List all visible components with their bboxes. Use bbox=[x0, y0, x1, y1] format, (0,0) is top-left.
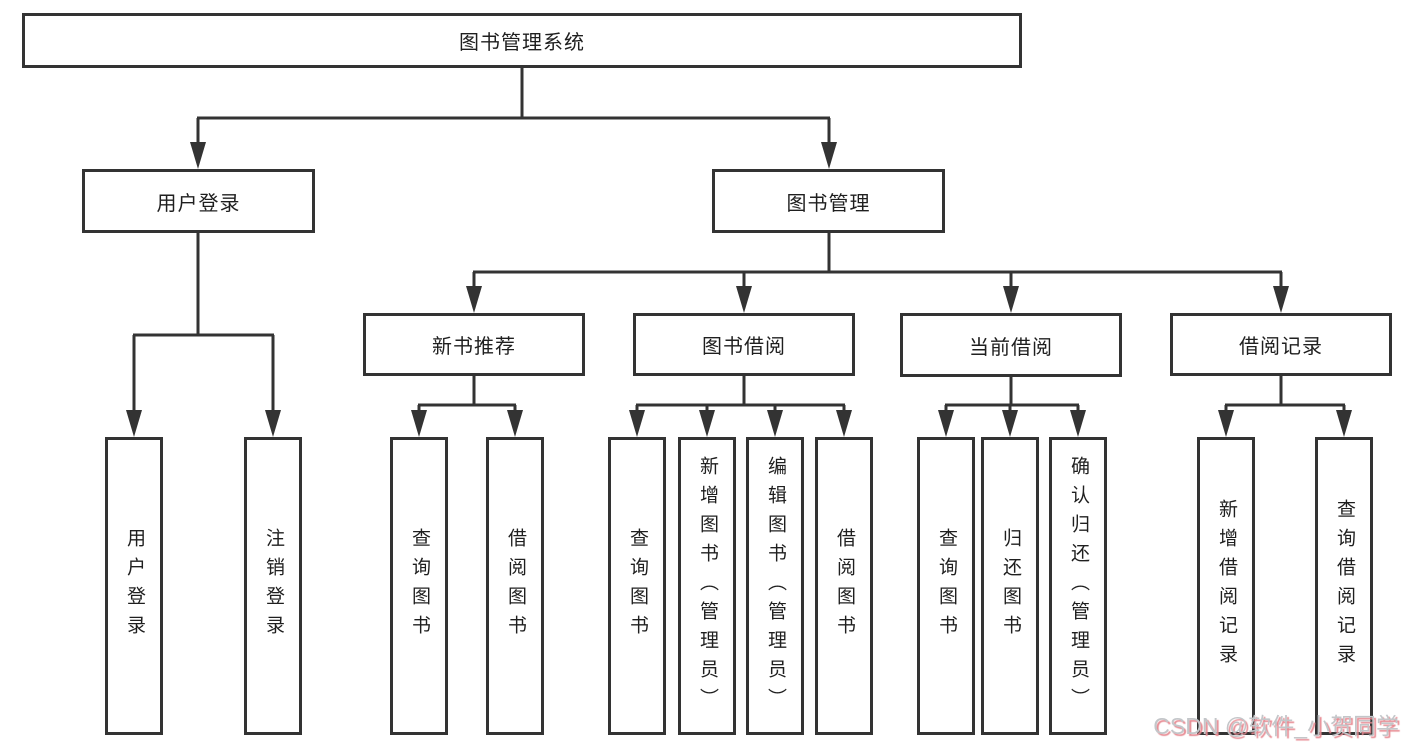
leaf-logout: 注销登录 bbox=[244, 437, 302, 735]
node-label: 用户登录 bbox=[156, 192, 241, 215]
connector-borrowrecord-to-leaves bbox=[1224, 376, 1346, 412]
leaf-query-borrow-record: 查询借阅记录 bbox=[1315, 437, 1373, 735]
arrowheads bbox=[126, 142, 1352, 437]
leaf-add-books-admin: 新增图书（管理员） bbox=[678, 437, 736, 735]
node-user-login: 用户登录 bbox=[82, 169, 315, 233]
node-library-management-system: 图书管理系统 bbox=[22, 13, 1022, 68]
node-label: 查询图书 bbox=[409, 528, 430, 644]
leaf-borrow-books: 借阅图书 bbox=[486, 437, 544, 735]
connector-userlogin-to-leaves bbox=[132, 233, 275, 412]
node-book-borrowing: 图书借阅 bbox=[633, 313, 855, 376]
leaf-add-borrow-record: 新增借阅记录 bbox=[1197, 437, 1255, 735]
connector-bookmgmt-to-level3 bbox=[472, 233, 1283, 289]
node-label: 用户登录 bbox=[124, 528, 145, 644]
node-label: 借阅图书 bbox=[505, 528, 526, 644]
node-label: 注销登录 bbox=[263, 528, 284, 644]
node-label: 借阅图书 bbox=[834, 528, 855, 644]
connector-root-to-level2 bbox=[196, 68, 831, 144]
node-current-borrowing: 当前借阅 bbox=[900, 313, 1122, 377]
node-label: 借阅记录 bbox=[1239, 336, 1323, 358]
leaf-query-books: 查询图书 bbox=[917, 437, 975, 735]
leaf-query-books: 查询图书 bbox=[608, 437, 666, 735]
leaf-confirm-return-admin: 确认归还（管理员） bbox=[1049, 437, 1107, 735]
node-label: 图书管理 bbox=[786, 192, 871, 215]
node-label: 确认归还（管理员） bbox=[1068, 455, 1089, 717]
node-label: 新增借阅记录 bbox=[1216, 499, 1237, 673]
node-label: 查询借阅记录 bbox=[1334, 499, 1355, 673]
node-label: 编辑图书（管理员） bbox=[765, 455, 786, 717]
leaf-query-books: 查询图书 bbox=[390, 437, 448, 735]
leaf-return-books: 归还图书 bbox=[981, 437, 1039, 735]
leaf-edit-books-admin: 编辑图书（管理员） bbox=[746, 437, 804, 735]
node-label: 图书借阅 bbox=[702, 336, 786, 358]
node-book-management: 图书管理 bbox=[712, 169, 945, 233]
node-label: 查询图书 bbox=[627, 528, 648, 644]
connector-newbook-to-leaves bbox=[417, 376, 517, 412]
leaf-borrow-books: 借阅图书 bbox=[815, 437, 873, 735]
node-new-book-recommendation: 新书推荐 bbox=[363, 313, 585, 376]
node-label: 图书管理系统 bbox=[459, 32, 585, 54]
node-label: 归还图书 bbox=[1000, 528, 1021, 644]
leaf-user-login: 用户登录 bbox=[105, 437, 163, 735]
connector-currentborrow-to-leaves bbox=[944, 377, 1080, 412]
node-label: 查询图书 bbox=[936, 528, 957, 644]
node-borrowing-records: 借阅记录 bbox=[1170, 313, 1392, 376]
node-label: 当前借阅 bbox=[969, 336, 1053, 359]
node-label: 新增图书（管理员） bbox=[697, 455, 718, 717]
connector-bookborrow-to-leaves bbox=[635, 376, 846, 412]
node-label: 新书推荐 bbox=[432, 336, 516, 358]
